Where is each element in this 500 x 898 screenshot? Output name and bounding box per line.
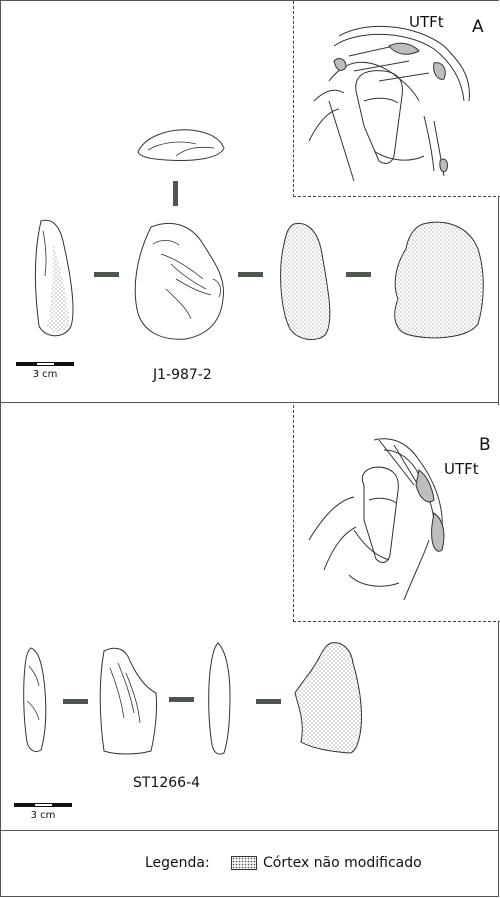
inset-b-grip-detail: B UTFt xyxy=(293,405,500,622)
scale-bar-a-segment-1 xyxy=(16,362,36,366)
connector-b-3 xyxy=(256,699,281,704)
artifact-a-right-profile xyxy=(280,222,331,341)
panel-b: B UTFt xyxy=(1,403,500,831)
artifact-a-top-view xyxy=(137,129,225,161)
artifact-b-right-profile xyxy=(208,642,231,755)
inset-a-grip-detail: UTFt A xyxy=(293,1,500,197)
artifact-a-dorsal-view xyxy=(394,221,484,339)
scale-bar-b-segment-1 xyxy=(14,803,34,807)
legend: Legenda: Córtex não modificado xyxy=(1,831,498,898)
artifact-b-left-profile xyxy=(23,647,47,753)
scale-bar-b-segment-2 xyxy=(34,803,53,807)
specimen-id-a: J1-987-2 xyxy=(153,367,212,383)
specimen-id-b: ST1266-4 xyxy=(133,775,201,791)
artifact-b-ventral-view xyxy=(99,647,157,755)
inset-b-letter: B xyxy=(479,435,491,455)
scale-bar-b-segment-3 xyxy=(53,803,72,807)
inset-a-hand-drawing xyxy=(308,25,470,182)
cortex-swatch xyxy=(231,856,257,870)
scale-bar-b-label: 3 cm xyxy=(30,810,56,821)
inset-a-utf-label: UTFt xyxy=(409,13,444,31)
artifact-a-ventral-view xyxy=(134,222,225,340)
inset-b-hand-drawing xyxy=(308,438,445,601)
panel-a: UTFt A xyxy=(1,1,500,403)
connector-b-2 xyxy=(169,697,194,702)
inset-a-letter: A xyxy=(472,17,484,37)
scale-bar-a: 3 cm xyxy=(16,362,74,384)
artifact-a-left-profile xyxy=(35,219,74,337)
connector-a-2 xyxy=(238,272,263,277)
connector-vertical-a xyxy=(173,181,178,206)
scale-bar-a-segment-2 xyxy=(36,362,55,366)
connector-b-1 xyxy=(63,699,88,704)
scale-bar-a-segment-3 xyxy=(55,362,74,366)
artifact-b-dorsal-view xyxy=(294,642,362,754)
legend-title: Legenda: xyxy=(145,855,210,871)
legend-cortex-label: Córtex não modificado xyxy=(263,855,422,871)
scale-bar-a-label: 3 cm xyxy=(32,369,58,380)
scale-bar-b: 3 cm xyxy=(14,803,72,825)
inset-b-utf-label: UTFt xyxy=(444,460,479,478)
connector-a-1 xyxy=(94,272,119,277)
connector-a-3 xyxy=(346,272,371,277)
